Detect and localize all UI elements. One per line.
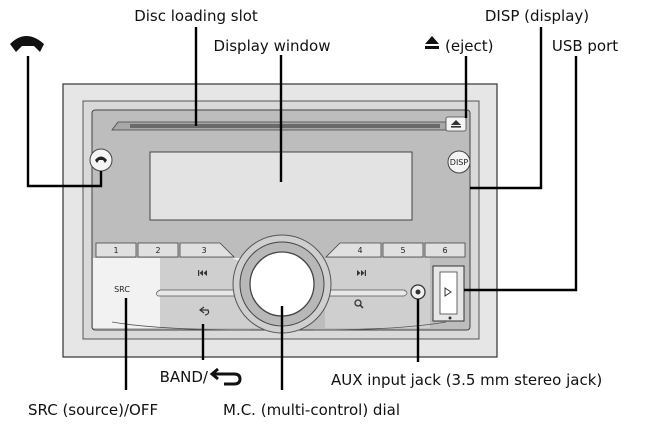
preset-button-5[interactable] — [382, 242, 424, 258]
eject-icon — [425, 36, 439, 49]
search-icon[interactable] — [354, 299, 364, 309]
label-mc-dial: M.C. (multi-control) dial — [223, 401, 400, 419]
preset-label-3: 3 — [201, 246, 206, 255]
preset-label-4: 4 — [357, 246, 362, 255]
label-eject: (eject) — [445, 37, 493, 55]
usb-port-indicator — [448, 316, 452, 320]
previous-track-icon[interactable] — [198, 270, 207, 276]
preset-label-2: 2 — [155, 246, 160, 255]
leader-disp — [470, 27, 543, 190]
preset-button-2[interactable] — [137, 242, 179, 258]
preset-button-1[interactable] — [95, 242, 137, 258]
leader-phone — [26, 56, 103, 188]
usb-port-arrow — [444, 287, 452, 297]
label-display-window: Display window — [214, 37, 331, 55]
back-arrow-icon-small[interactable] — [199, 306, 210, 316]
back-arrow-icon — [209, 367, 242, 386]
preset-label-6: 6 — [442, 246, 447, 255]
eject-button-icon — [451, 120, 461, 128]
label-disc-slot: Disc loading slot — [134, 7, 258, 25]
preset-button-3[interactable] — [179, 242, 235, 258]
left-bar — [156, 289, 241, 297]
bottom-contour — [111, 321, 447, 331]
phone-icon — [10, 36, 44, 52]
label-src: SRC (source)/OFF — [28, 401, 158, 419]
label-disp: DISP (display) — [485, 7, 589, 25]
disp-button-label: DISP — [450, 158, 469, 167]
next-track-icon[interactable] — [357, 270, 366, 276]
preset-label-1: 1 — [113, 246, 118, 255]
disp-button[interactable] — [447, 150, 471, 174]
label-band: BAND/ — [160, 368, 209, 386]
preset-label-5: 5 — [400, 246, 405, 255]
preset-button-6[interactable] — [424, 242, 466, 258]
src-button-label: SRC — [114, 285, 130, 294]
label-usb: USB port — [552, 37, 618, 55]
aux-jack-hole — [415, 289, 421, 295]
label-aux: AUX input jack (3.5 mm stereo jack) — [331, 371, 602, 389]
display-window — [149, 151, 413, 221]
disc-slot-opening — [130, 124, 440, 128]
phone-button-icon — [95, 156, 107, 163]
usb-port-opening — [439, 271, 458, 315]
leader-usb — [464, 56, 578, 292]
preset-button-4[interactable] — [325, 242, 382, 258]
right-bar — [323, 289, 408, 297]
